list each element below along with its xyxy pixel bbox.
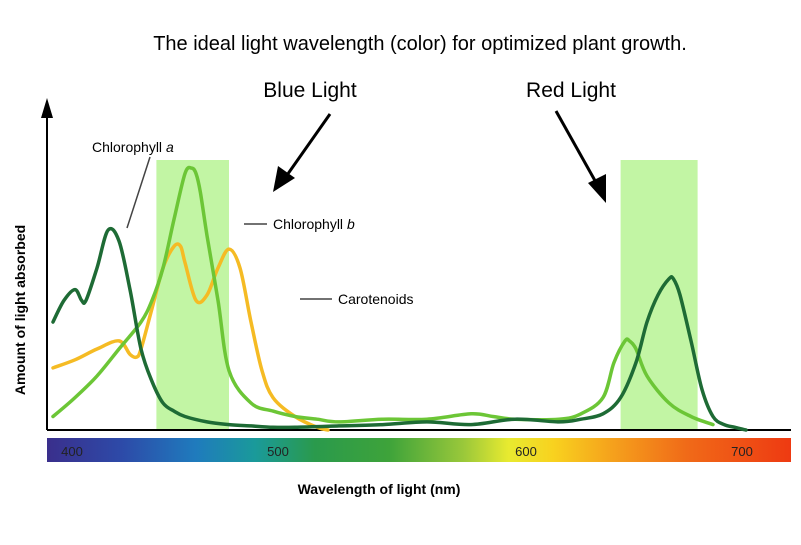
series-label-chlorophyll-b: Chlorophyll b: [273, 216, 355, 232]
red-light-arrowhead: [588, 174, 606, 203]
spectrum-bar: [47, 438, 791, 462]
red-light-arrow-shaft: [554, 110, 600, 187]
leader-line-chlorophyll-a: [126, 156, 151, 229]
blue-light-arrow-shaft: [283, 113, 332, 179]
y-axis-arrowhead: [41, 98, 53, 118]
x-tick-label: 400: [61, 444, 83, 459]
x-axis-label: Wavelength of light (nm): [298, 481, 461, 497]
x-tick-label: 600: [515, 444, 537, 459]
series-line-chlorophyll-a: [51, 226, 748, 432]
blue-light-arrowhead: [273, 166, 295, 192]
x-tick-label: 500: [267, 444, 289, 459]
series-lines: [51, 165, 748, 432]
x-tick-label: 700: [731, 444, 753, 459]
series-label-carotenoids: Carotenoids: [338, 291, 414, 307]
y-axis-label: Amount of light absorbed: [12, 225, 28, 395]
series-line-chlorophyll-b: [51, 165, 715, 427]
series-label-chlorophyll-a: Chlorophyll a: [92, 139, 174, 155]
x-ticks: 400 500 600 700: [61, 444, 753, 459]
red-light-annotation: Red Light: [526, 79, 616, 102]
blue-light-annotation: Blue Light: [263, 79, 357, 102]
series-labels: Chlorophyll a Chlorophyll b Carotenoids: [92, 139, 414, 307]
series-line-carotenoids: [51, 242, 330, 432]
chart-title: The ideal light wavelength (color) for o…: [153, 33, 687, 55]
